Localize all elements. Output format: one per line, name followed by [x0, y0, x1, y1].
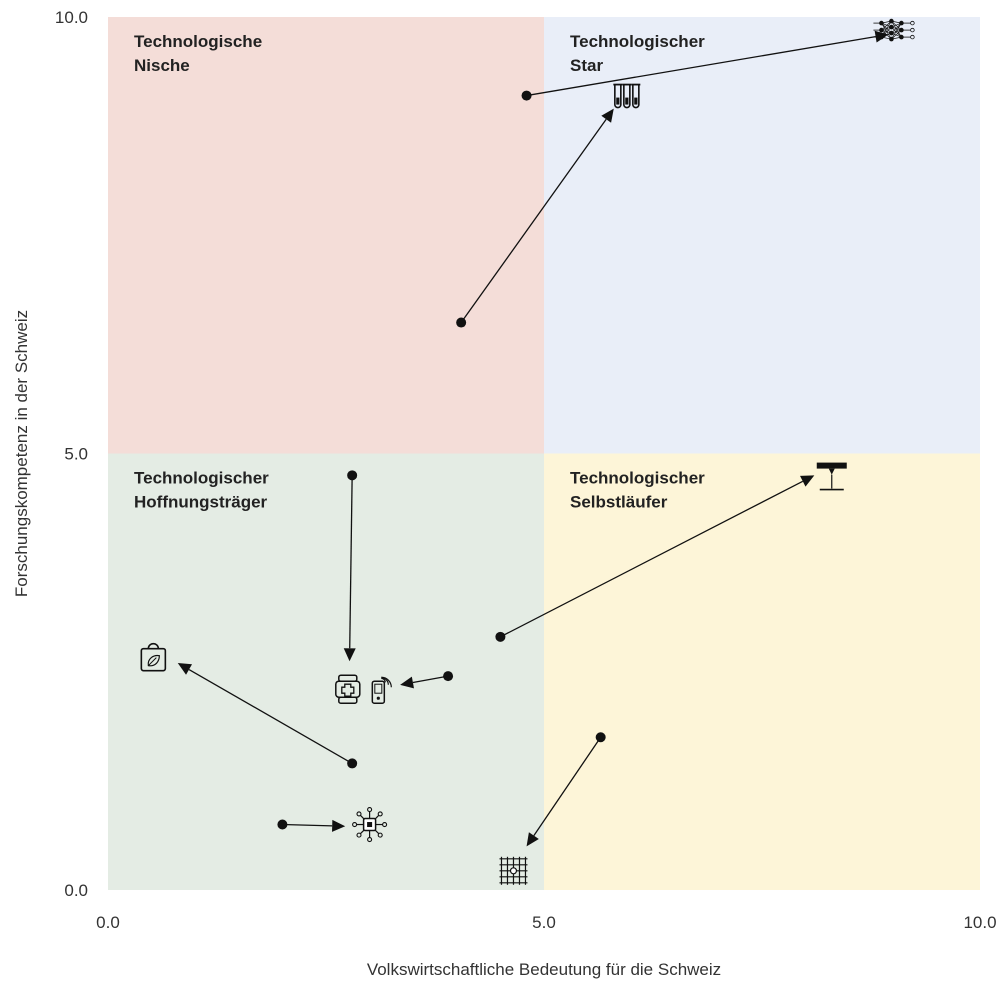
- arrow-shopping-bag: [177, 663, 358, 769]
- arrow-start-point: [347, 470, 358, 481]
- y-tick-label: 0.0: [64, 881, 88, 900]
- arrow-start-point: [277, 819, 288, 830]
- arrow-line: [526, 35, 876, 97]
- quadrant-selbst: [544, 453, 980, 890]
- axis-ticks: 0.0 5.0 10.0 0.0 5.0 10.0: [55, 8, 997, 932]
- quadrant-nische: [108, 17, 544, 454]
- 3d-printer-icon: [816, 462, 847, 491]
- arrow-head: [400, 676, 414, 689]
- arrow-line: [533, 736, 602, 836]
- arrow-start-point: [521, 90, 532, 101]
- arrow-line: [282, 823, 333, 827]
- arrow-head: [601, 108, 614, 123]
- arrow-start-point: [456, 317, 467, 328]
- quadrant-star: [544, 17, 980, 454]
- robot-head-icon: [335, 674, 361, 704]
- arrow-line: [500, 480, 804, 638]
- x-axis-label: Volkswirtschaftliche Bedeutung für die S…: [367, 960, 721, 979]
- x-tick-label: 5.0: [532, 913, 556, 932]
- quantum-grid-icon: [499, 856, 528, 885]
- arrow-line: [460, 118, 607, 323]
- arrow-head: [343, 648, 356, 662]
- arrow-test-tubes: [456, 108, 614, 328]
- mobile-device-icon: [371, 676, 392, 704]
- test-tubes-icon: [613, 83, 641, 109]
- arrow-3d-printer: [495, 475, 815, 642]
- arrow-head: [526, 832, 539, 847]
- arrow-quantum-grid: [526, 732, 606, 847]
- quadrant-backgrounds: [108, 17, 980, 890]
- quadrant-hoffnung: [108, 453, 544, 890]
- arrow-start-point: [595, 732, 606, 743]
- arrow-ai-chip: [277, 819, 346, 832]
- y-tick-label: 5.0: [64, 445, 88, 464]
- arrow-head: [800, 475, 815, 487]
- shopping-bag-icon: [140, 642, 167, 672]
- neural-network-icon: [873, 18, 915, 42]
- x-tick-label: 10.0: [963, 913, 996, 932]
- arrow-line: [412, 675, 449, 684]
- y-axis-label: Forschungskompetenz in der Schweiz: [12, 310, 31, 597]
- arrow-start-point: [495, 631, 506, 642]
- arrow-line: [349, 475, 353, 649]
- arrow-head: [332, 819, 346, 832]
- arrow-start-point: [347, 758, 358, 769]
- arrow-start-point: [443, 671, 454, 682]
- y-tick-label: 10.0: [55, 8, 88, 27]
- icons: [140, 18, 915, 885]
- ai-chip-icon: [352, 806, 388, 843]
- x-tick-label: 0.0: [96, 913, 120, 932]
- arrow-head: [177, 663, 193, 675]
- arrow-robot-head: [343, 470, 358, 662]
- arrow-mobile-device: [400, 671, 454, 689]
- arrow-line: [188, 668, 353, 764]
